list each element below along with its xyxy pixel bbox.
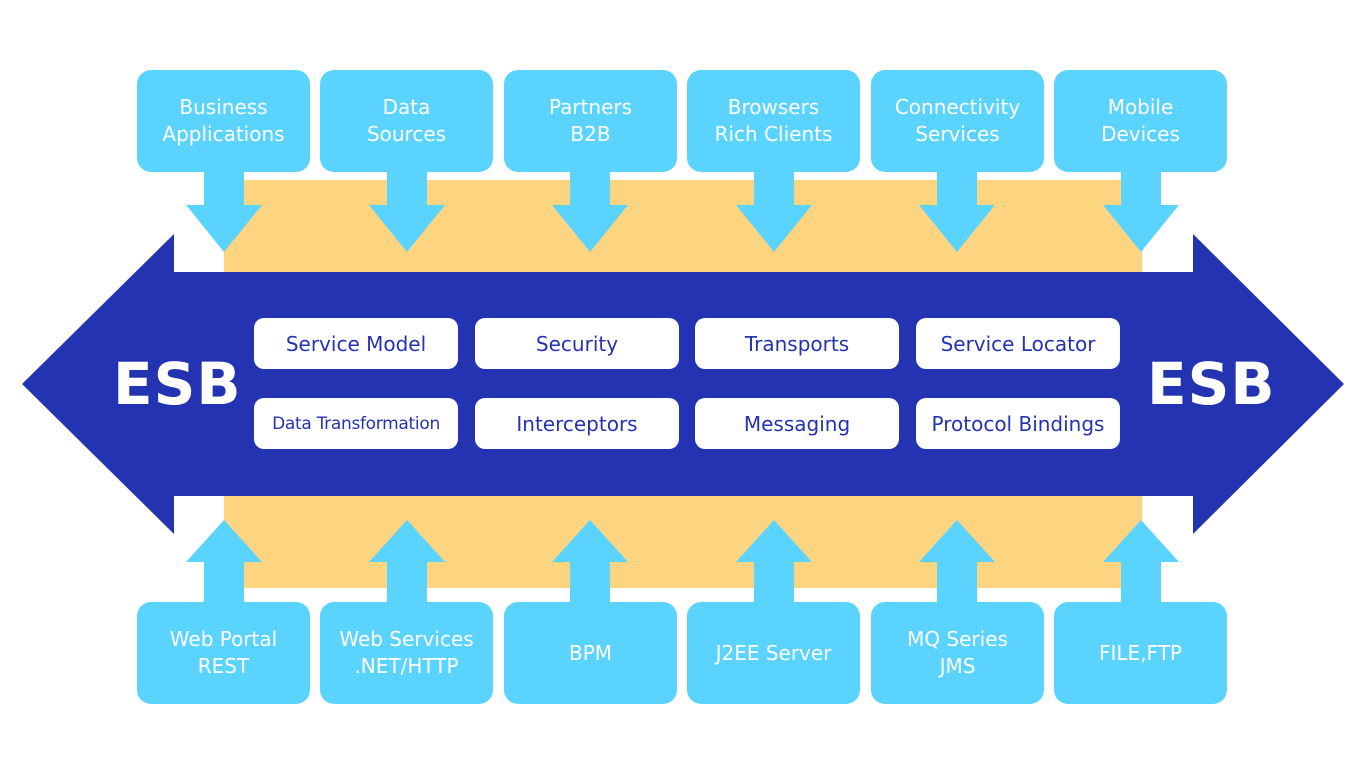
esb-label-left: ESB	[113, 350, 242, 418]
service-locator-box: Service Locator	[916, 318, 1120, 369]
data-transformation-box: Data Transformation	[254, 398, 458, 449]
down-arrow-5	[919, 165, 995, 252]
node-web-portal-rest: Web Portal REST	[137, 602, 310, 704]
node-business-applications: Business Applications	[137, 70, 310, 172]
down-arrow-3	[552, 165, 628, 252]
node-bpm: BPM	[504, 602, 677, 704]
node-label-line1: Partners	[548, 95, 633, 119]
esb-label-right: ESB	[1147, 350, 1276, 418]
node-label-line1: FILE,FTP	[1099, 640, 1182, 665]
up-arrow-3	[552, 520, 628, 608]
transports-box: Transports	[695, 318, 899, 369]
node-label-line1: Business	[179, 95, 268, 119]
node-j2ee-server: J2EE Server	[687, 602, 860, 704]
down-arrow-6	[1103, 165, 1179, 252]
node-label-line1: J2EE Server	[715, 640, 832, 665]
node-label-line2: Applications	[162, 122, 285, 146]
messaging-box: Messaging	[695, 398, 899, 449]
node-label-line1: Web Portal	[169, 627, 278, 651]
protocol-bindings-box: Protocol Bindings	[916, 398, 1120, 449]
node-browsers-rich-clients: Browsers Rich Clients	[687, 70, 860, 172]
node-file-ftp: FILE,FTP	[1054, 602, 1227, 704]
node-label-line1: Web Services	[339, 627, 474, 651]
up-arrow-5	[919, 520, 995, 608]
down-arrow-4	[736, 165, 812, 252]
node-label-line1: BPM	[568, 640, 613, 665]
node-mq-series-jms: MQ Series JMS	[871, 602, 1044, 704]
service-model-box: Service Model	[254, 318, 458, 369]
node-web-services: Web Services .NET/HTTP	[320, 602, 493, 704]
up-arrow-4	[736, 520, 812, 608]
node-label-line2: JMS	[939, 654, 976, 678]
up-arrow-2	[369, 520, 445, 608]
node-data-sources: Data Sources	[320, 70, 493, 172]
down-arrow-2	[369, 165, 445, 252]
bottom-connector-arrows	[186, 520, 1179, 608]
node-label-line2: Sources	[366, 122, 447, 146]
up-arrow-1	[186, 520, 262, 608]
node-label-line1: Mobile	[1107, 95, 1174, 119]
down-arrow-1	[186, 165, 262, 252]
node-label-line2: B2B	[570, 122, 611, 146]
node-connectivity-services: Connectivity Services	[871, 70, 1044, 172]
bottom-band	[224, 488, 1142, 588]
node-partners-b2b: Partners B2B	[504, 70, 677, 172]
top-connector-arrows	[186, 165, 1179, 252]
node-label-line2: Services	[915, 122, 1000, 146]
node-label-line1: Browsers	[727, 95, 820, 119]
node-label-line2: Devices	[1101, 122, 1180, 146]
node-mobile-devices: Mobile Devices	[1054, 70, 1227, 172]
node-label-line2: REST	[197, 654, 250, 678]
up-arrow-6	[1103, 520, 1179, 608]
security-box: Security	[475, 318, 679, 369]
node-label-line2: Rich Clients	[714, 122, 833, 146]
top-band	[224, 180, 1142, 280]
node-label-line1: Data	[382, 95, 431, 119]
node-label-line1: Connectivity	[894, 95, 1021, 119]
esb-bus-arrow	[22, 234, 1344, 534]
node-label-line1: MQ Series	[907, 627, 1008, 651]
interceptors-box: Interceptors	[475, 398, 679, 449]
node-label-line2: .NET/HTTP	[354, 654, 459, 678]
